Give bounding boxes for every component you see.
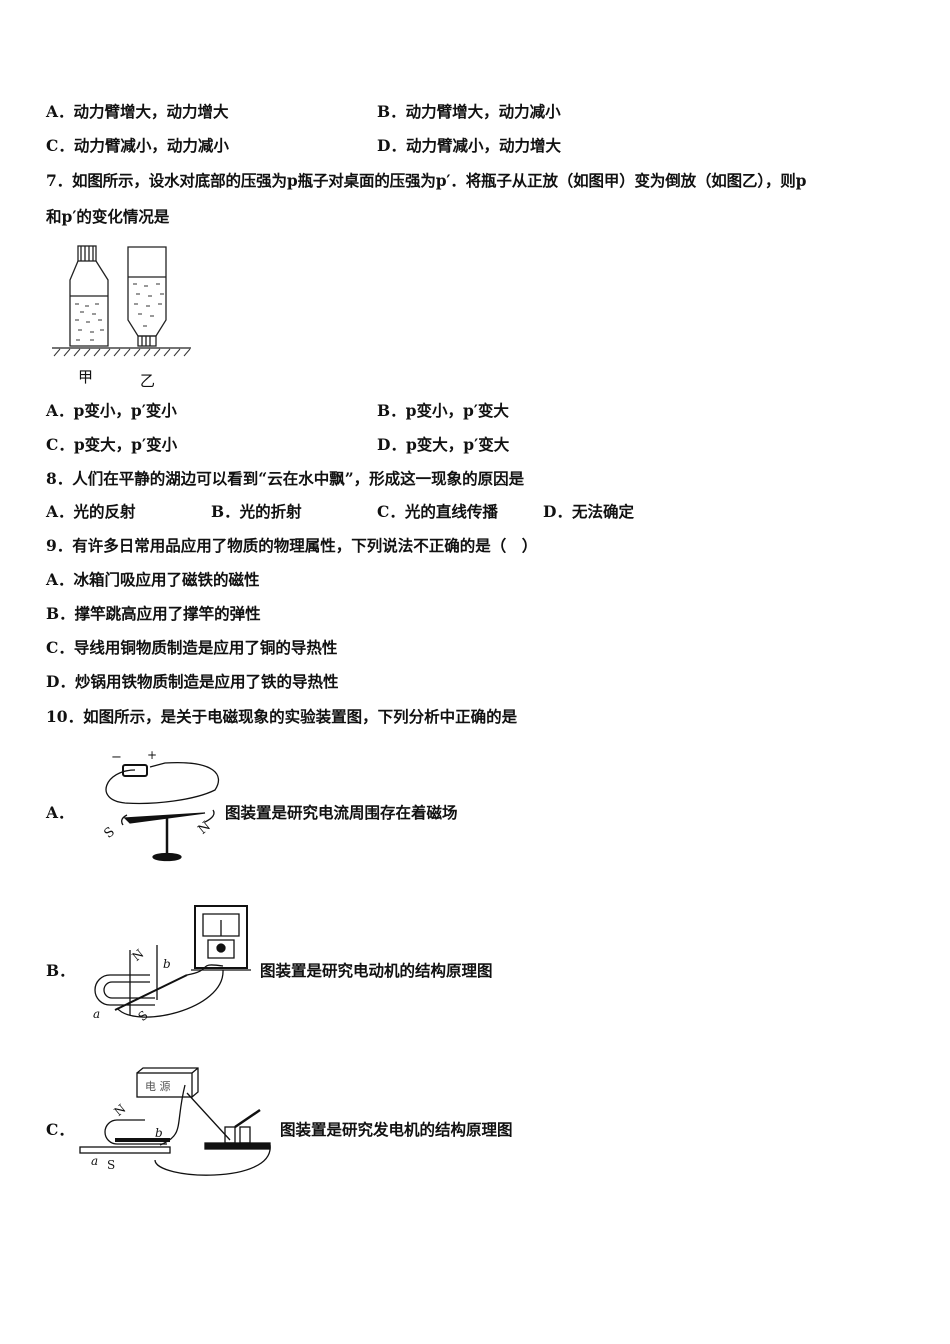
q9-option-d: D．炒锅用铁物质制造是应用了铁的导热性 <box>46 672 339 691</box>
wire-end-b-label: b <box>163 957 171 971</box>
q10-option-b-letter: B． <box>46 961 75 980</box>
battery-positive-label: + <box>147 748 157 762</box>
q10-option-c-letter: C． <box>46 1120 74 1139</box>
figure-label-yi: 乙 <box>140 372 155 390</box>
q8-option-d: D．无法确定 <box>543 502 634 521</box>
pole-label-s: S <box>135 1008 150 1024</box>
pole-label-n: N <box>111 1101 128 1118</box>
pole-label-n: N <box>129 946 146 963</box>
wire-end-a-label: a <box>91 1154 98 1168</box>
pole-label-s: S <box>101 824 117 841</box>
q7-option-a: A．p变小，p′变小 <box>46 401 177 420</box>
wire-end-a-label: a <box>93 1007 100 1021</box>
q9-option-a: A．冰箱门吸应用了磁铁的磁性 <box>46 570 260 589</box>
q10-stem: 10．如图所示，是关于电磁现象的实验装置图，下列分析中正确的是 <box>46 707 518 726</box>
q8-stem: 8．人们在平静的湖边可以看到“云在水中飘”，形成这一现象的原因是 <box>46 469 525 488</box>
pole-label-n: N <box>195 819 213 838</box>
q7-option-c: C．p变大，p′变小 <box>46 435 178 454</box>
q9-option-c: C．导线用铜物质制造是应用了铜的导热性 <box>46 638 338 657</box>
q9-stem: 9．有许多日常用品应用了物质的物理属性，下列说法不正确的是（ ） <box>46 536 538 555</box>
power-supply-label: 电 源 <box>145 1079 171 1093</box>
q7-option-d: D．p变大，p′变大 <box>377 435 510 454</box>
q8-option-c: C．光的直线传播 <box>377 502 498 521</box>
q8-option-a: A．光的反射 <box>46 502 136 521</box>
battery-negative-label: − <box>111 750 122 765</box>
q7-stem-line1: 7．如图所示，设水对底部的压强为p瓶子对桌面的压强为p′．将瓶子从正放（如图甲）… <box>46 171 807 190</box>
q9-option-b: B．撑竿跳高应用了撑竿的弹性 <box>46 604 261 623</box>
q6-option-d: D．动力臂减小，动力增大 <box>377 136 561 155</box>
q10-option-a-letter: A． <box>46 803 74 822</box>
figure-label-jia: 甲 <box>78 368 93 386</box>
motor-principle-figure: N S a b <box>93 905 251 1024</box>
wire-end-b-label: b <box>155 1126 163 1140</box>
q10-option-a-text: 图装置是研究电流周围存在着磁场 <box>225 803 458 822</box>
q7-option-b: B．p变小，p′变大 <box>377 401 509 420</box>
q8-option-b: B．光的折射 <box>211 502 302 521</box>
bottles-figure: 甲 乙 <box>52 245 191 390</box>
generator-principle-figure: 电 源 N S a b <box>79 1067 271 1176</box>
q6-option-c: C．动力臂减小，动力减小 <box>46 136 229 155</box>
q6-option-a: A．动力臂增大，动力增大 <box>46 102 229 121</box>
q6-option-b: B．动力臂增大，动力减小 <box>377 102 561 121</box>
oersted-experiment-figure: S N − + <box>101 748 220 862</box>
pole-label-s: S <box>107 1158 115 1172</box>
q10-option-c-text: 图装置是研究发电机的结构原理图 <box>280 1120 513 1139</box>
q10-option-b-text: 图装置是研究电动机的结构原理图 <box>260 961 493 980</box>
q7-stem-line2: 和p′的变化情况是 <box>46 207 170 226</box>
